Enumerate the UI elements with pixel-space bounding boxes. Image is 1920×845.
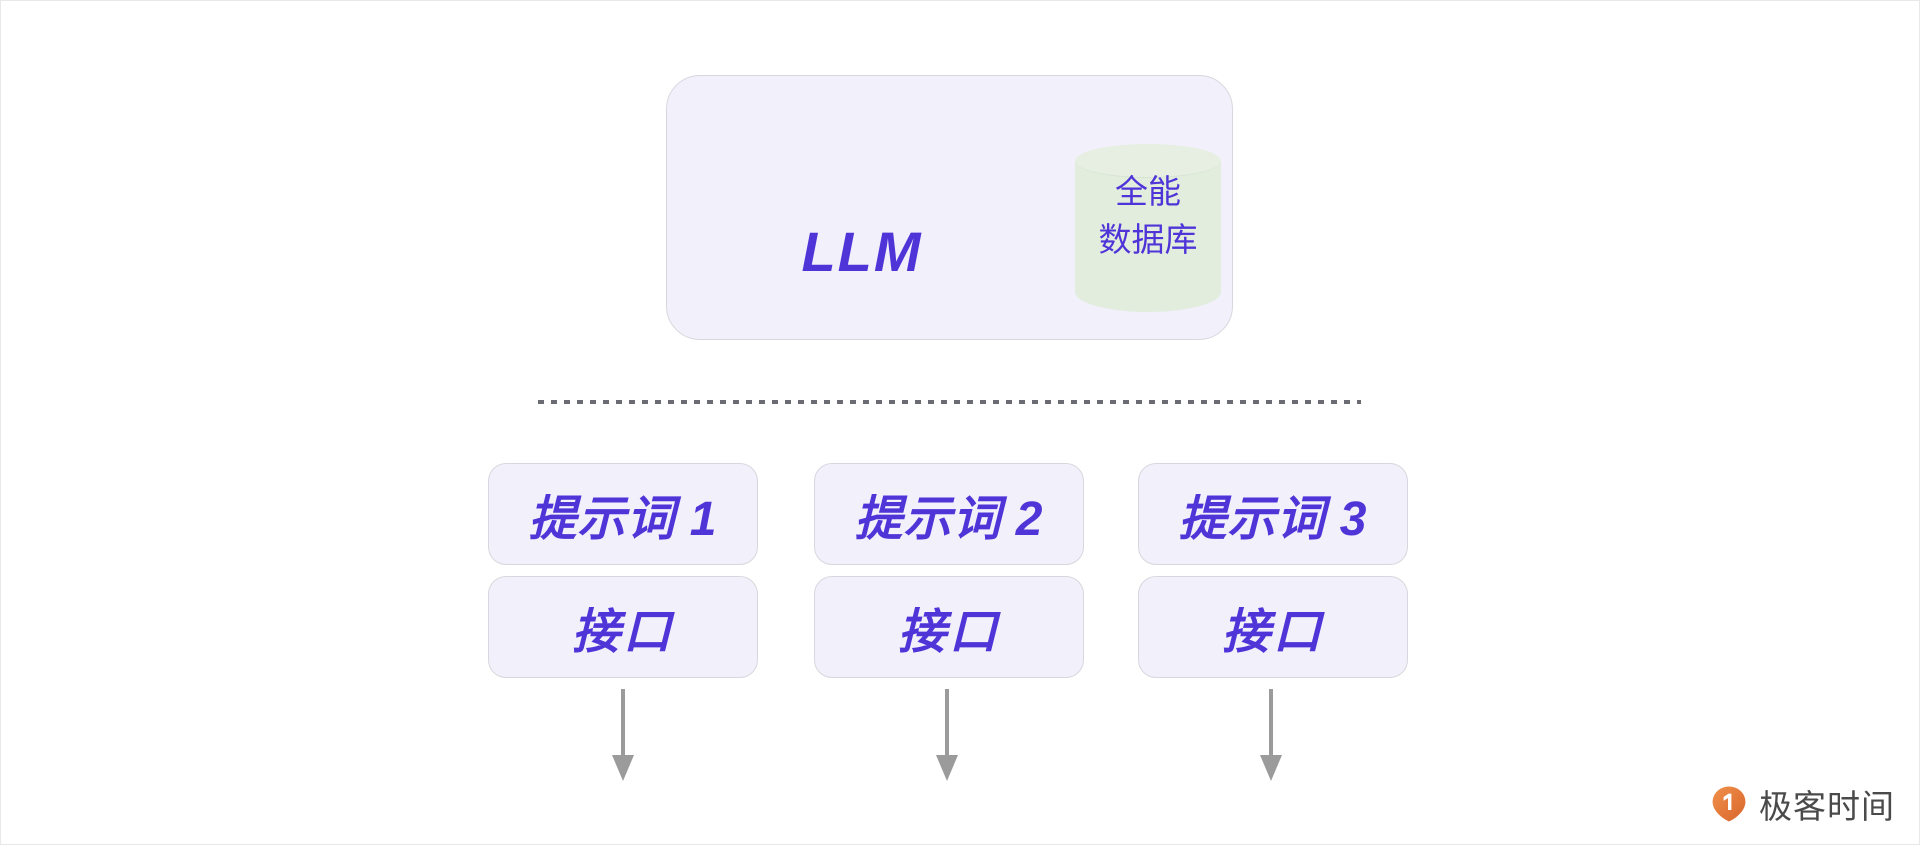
arrow-shaft (1269, 689, 1273, 759)
geektime-logo-icon (1710, 785, 1748, 823)
arrow-down-icon-2 (936, 689, 958, 781)
database-label-line2: 数据库 (1098, 220, 1198, 258)
prompt-column-1: 提示词 1 接口 (488, 463, 758, 678)
llm-label: LLM (801, 220, 923, 283)
arrow-head (936, 755, 958, 781)
database-cylinder-icon: 全能 数据库 (1075, 144, 1221, 325)
arrow-head (1260, 755, 1282, 781)
arrow-shaft (621, 689, 625, 759)
arrow-shaft (945, 689, 949, 759)
database-top-ellipse (1075, 144, 1221, 178)
prompt-box-1[interactable]: 提示词 1 (488, 463, 758, 565)
prompt-box-3[interactable]: 提示词 3 (1138, 463, 1408, 565)
prompt-column-2: 提示词 2 接口 (814, 463, 1084, 678)
database-body (1075, 160, 1221, 312)
dotted-divider (538, 400, 1361, 404)
brand-logo: 极客时间 (1710, 780, 1895, 828)
arrow-down-icon-3 (1260, 689, 1282, 781)
llm-container-box: LLM 全能 数据库 (666, 75, 1233, 340)
prompt-box-2[interactable]: 提示词 2 (814, 463, 1084, 565)
api-box-1[interactable]: 接口 (488, 576, 758, 678)
database-label-line1: 全能 (1115, 173, 1181, 210)
arrow-down-icon-1 (612, 689, 634, 781)
arrow-head (612, 755, 634, 781)
prompt-column-3: 提示词 3 接口 (1138, 463, 1408, 678)
brand-name: 极客时间 (1759, 788, 1895, 825)
database-label: 全能 数据库 (1075, 168, 1221, 264)
api-box-2[interactable]: 接口 (814, 576, 1084, 678)
api-box-3[interactable]: 接口 (1138, 576, 1408, 678)
